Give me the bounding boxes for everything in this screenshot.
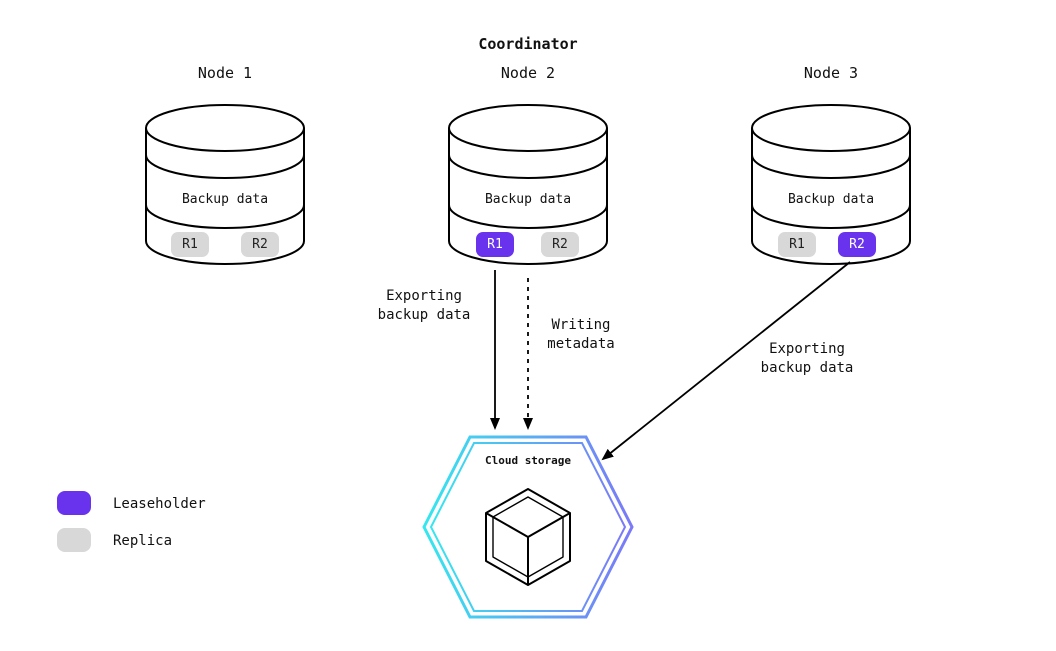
- coordinator-title: Coordinator: [478, 35, 578, 53]
- node1-title: Node 1: [197, 64, 253, 82]
- hexagon-outer: [422, 435, 634, 619]
- cylinder-divider-2: [751, 204, 911, 229]
- legend-label-leaseholder: Leaseholder: [113, 496, 206, 512]
- node2-title: Node 2: [500, 64, 556, 82]
- edge-label-export-node3: Exporting backup data: [717, 340, 897, 378]
- cylinder-divider-1: [145, 154, 305, 179]
- edge-label-line: metadata: [547, 336, 615, 352]
- node1-backup-data-label: Backup data: [181, 192, 269, 207]
- legend-swatch-leaseholder: [57, 491, 91, 515]
- cube-icon: [485, 488, 571, 586]
- node3-leaseholder-r2-badge: R2: [838, 232, 876, 257]
- node3-replica-r1-badge: R1: [778, 232, 816, 257]
- legend-label-replica: Replica: [113, 533, 173, 549]
- export-arrow-node3: [601, 261, 851, 461]
- cylinder-top: [751, 104, 911, 152]
- node1-replica-r2-badge: R2: [241, 232, 279, 257]
- cloud-storage-label: Cloud storage: [484, 454, 572, 467]
- cylinder-top: [145, 104, 305, 152]
- edge-label-writing-metadata: Writing metadata: [511, 316, 651, 354]
- node2-backup-data-label: Backup data: [484, 192, 572, 207]
- node3-title: Node 3: [803, 64, 859, 82]
- legend-swatch-replica: [57, 528, 91, 552]
- edge-label-line: Exporting: [386, 288, 462, 304]
- node2-leaseholder-r1-badge: R1: [476, 232, 514, 257]
- edge-label-export-node2: Exporting backup data: [334, 287, 514, 325]
- cylinder-divider-2: [448, 204, 608, 229]
- node2-replica-r2-badge: R2: [541, 232, 579, 257]
- cylinder-bottom: [448, 240, 608, 265]
- cylinder-bottom: [145, 240, 305, 265]
- cylinder-top: [448, 104, 608, 152]
- cylinder-divider-1: [448, 154, 608, 179]
- node3-cylinder: [751, 104, 911, 265]
- node1-replica-r1-badge: R1: [171, 232, 209, 257]
- cylinder-divider-2: [145, 204, 305, 229]
- cloud-storage-hexagon: [422, 435, 634, 619]
- edge-label-line: backup data: [760, 360, 854, 376]
- edge-label-line: Writing: [551, 317, 611, 333]
- cylinder-bottom: [751, 240, 911, 265]
- node1-cylinder: [145, 104, 305, 265]
- node3-backup-data-label: Backup data: [787, 192, 875, 207]
- cylinder-divider-1: [751, 154, 911, 179]
- node2-cylinder: [448, 104, 608, 265]
- edge-label-line: backup data: [377, 307, 471, 323]
- cube-inner-edges-inner: [492, 516, 564, 577]
- hexagon-inner: [429, 442, 627, 612]
- edge-label-line: Exporting: [769, 341, 845, 357]
